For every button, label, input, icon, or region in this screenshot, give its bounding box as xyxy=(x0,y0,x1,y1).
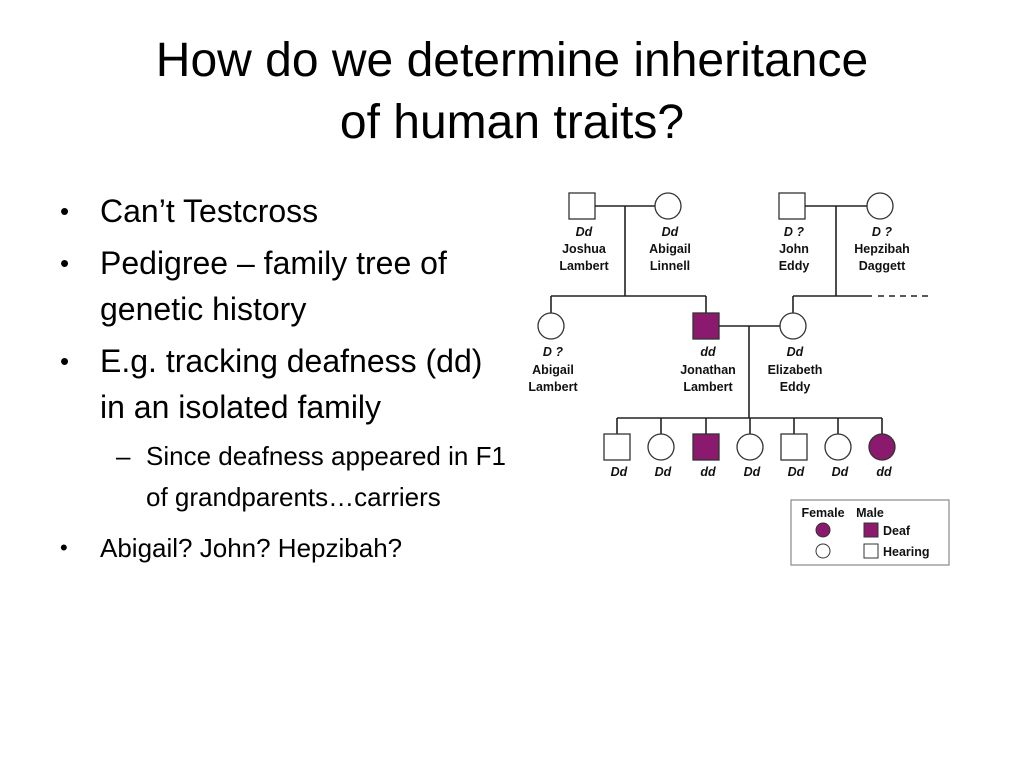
person-name: Joshua xyxy=(562,242,607,256)
person-name: Jonathan xyxy=(680,363,736,377)
male-symbol xyxy=(603,433,631,461)
person-name: Eddy xyxy=(780,380,811,394)
female-symbol xyxy=(736,433,764,461)
sub-bullet-item: Since deafness appeared in F1 of grandpa… xyxy=(58,436,508,518)
bullet-list: Can’t Testcross Pedigree – family tree o… xyxy=(58,188,508,574)
genotype-label: Dd xyxy=(832,465,849,479)
genotype-label: D ? xyxy=(872,225,893,239)
legend-male-affected xyxy=(863,522,879,538)
genotype-label: dd xyxy=(876,465,892,479)
female-symbol xyxy=(824,433,852,461)
genotype-label: Dd xyxy=(611,465,628,479)
genotype-label: Dd xyxy=(744,465,761,479)
person-name: Lambert xyxy=(559,259,609,273)
legend-deaf-label: Deaf xyxy=(883,524,911,538)
person-name: Eddy xyxy=(779,259,810,273)
male-symbol xyxy=(778,192,806,220)
bullet-item: Pedigree – family tree of genetic histor… xyxy=(58,240,508,332)
legend-male-label: Male xyxy=(856,506,884,520)
genotype-label: dd xyxy=(700,345,716,359)
female-symbol xyxy=(868,433,896,461)
genotype-label: Dd xyxy=(662,225,679,239)
genotype-label: D ? xyxy=(784,225,805,239)
legend-female-label: Female xyxy=(801,506,844,520)
person-name: Daggett xyxy=(859,259,906,273)
genotype-label: Dd xyxy=(576,225,593,239)
genotype-label: Dd xyxy=(655,465,672,479)
person-name: Lambert xyxy=(528,380,578,394)
male-symbol xyxy=(568,192,596,220)
genotype-label: dd xyxy=(700,465,716,479)
genotype-label: D ? xyxy=(543,345,564,359)
legend-hearing-label: Hearing xyxy=(883,545,930,559)
person-name: Hepzibah xyxy=(854,242,910,256)
female-symbol xyxy=(654,192,682,220)
person-name: Lambert xyxy=(683,380,733,394)
person-name: Linnell xyxy=(650,259,690,273)
female-symbol xyxy=(866,192,894,220)
female-symbol xyxy=(647,433,675,461)
legend-female-unaffected xyxy=(815,543,831,559)
person-name: John xyxy=(779,242,809,256)
slide-title: How do we determine inheritance of human… xyxy=(40,30,984,154)
legend-female-affected xyxy=(815,522,831,538)
bullet-item: Can’t Testcross xyxy=(58,188,508,234)
person-name: Elizabeth xyxy=(768,363,823,377)
female-symbol xyxy=(537,312,565,340)
person-name: Abigail xyxy=(649,242,691,256)
genotype-label: Dd xyxy=(788,465,805,479)
bullet-item: E.g. tracking deafness (dd) in an isolat… xyxy=(58,338,508,430)
title-line-1: How do we determine inheritance xyxy=(155,34,869,87)
male-symbol xyxy=(780,433,808,461)
bullet-item: Abigail? John? Hepzibah? xyxy=(58,528,508,568)
person-name: Abigail xyxy=(532,363,574,377)
female-symbol xyxy=(779,312,807,340)
male-symbol xyxy=(692,433,720,461)
male-symbol xyxy=(692,312,720,340)
legend-male-unaffected xyxy=(863,543,879,559)
title-line-2: of human traits? xyxy=(339,96,685,149)
genotype-label: Dd xyxy=(787,345,804,359)
